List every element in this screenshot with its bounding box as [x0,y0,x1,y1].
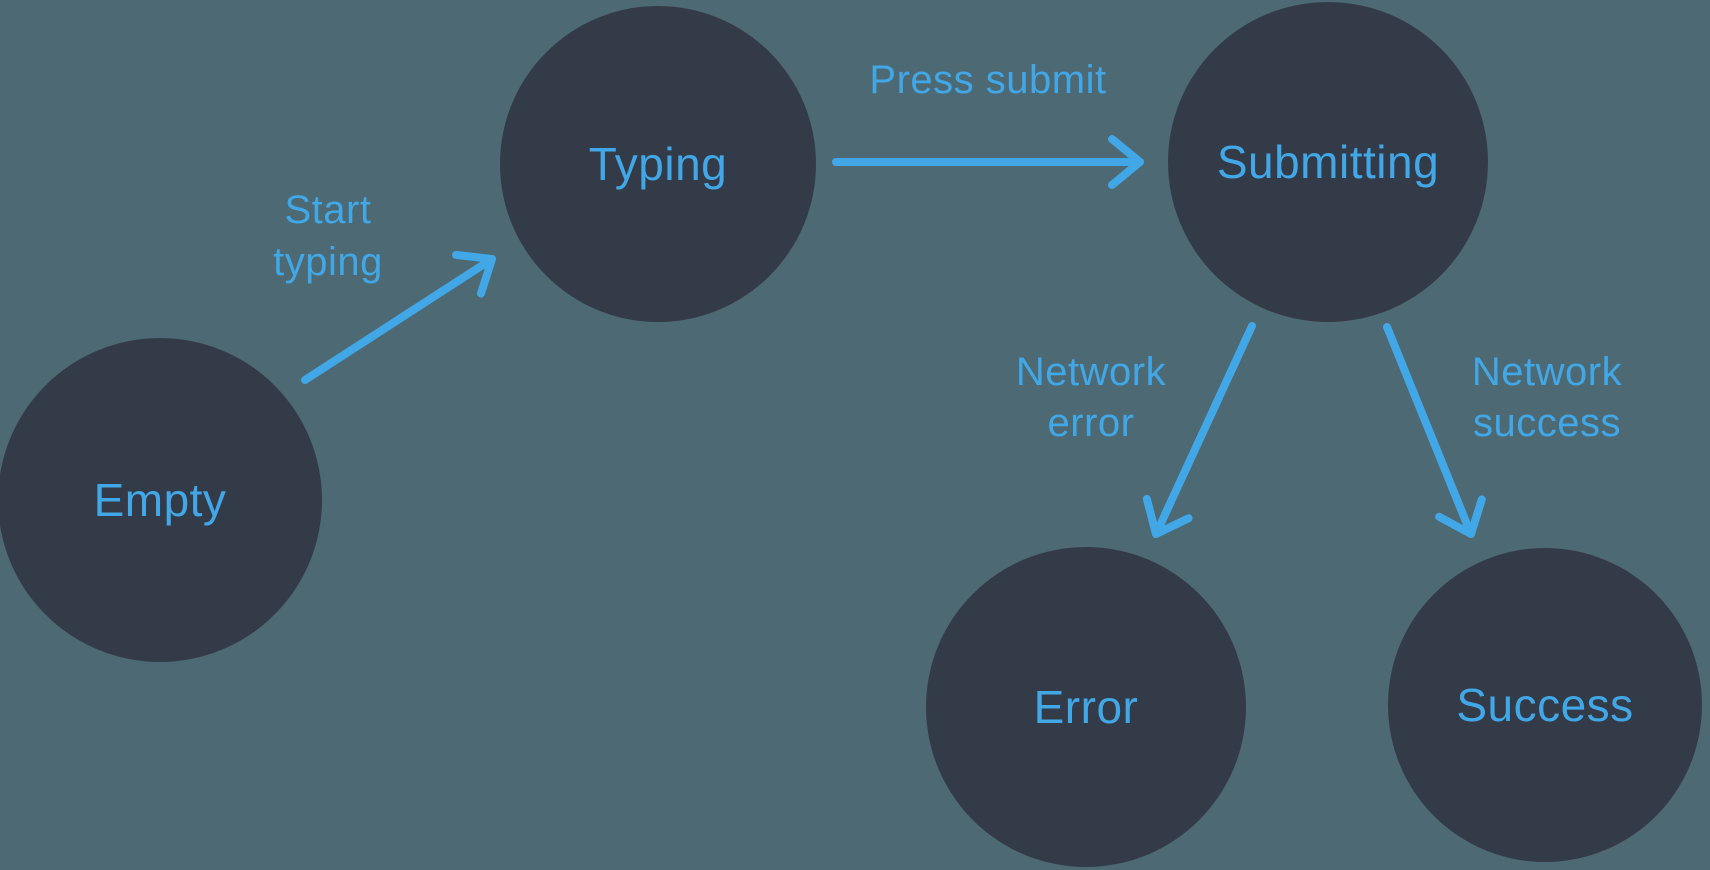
transition-arrow-network-error [1142,322,1256,538]
transition-label-press-submit: Press submit [869,58,1106,102]
state-node-typing [500,6,816,322]
state-node-error [926,547,1246,867]
state-label-error: Error [1034,681,1139,733]
state-label-empty: Empty [94,474,227,526]
transition-label-start-typing-line2: typing [273,240,383,284]
transition-arrow-network-success [1383,323,1486,538]
transition-arrow-start-typing [301,250,496,384]
state-label-typing: Typing [589,138,728,190]
state-node-success [1388,548,1702,862]
transition-label-network-success-line1: Network [1472,350,1623,394]
transition-label-network-success-line2: success [1473,401,1621,445]
state-label-submitting: Submitting [1217,136,1439,188]
transition-label-start-typing-line1: Start [285,188,372,232]
state-label-success: Success [1456,679,1633,731]
transition-label-network-error-line1: Network [1016,350,1167,394]
state-node-submitting [1168,2,1488,322]
state-node-empty [0,338,322,662]
transition-label-network-error-line2: error [1048,401,1135,445]
